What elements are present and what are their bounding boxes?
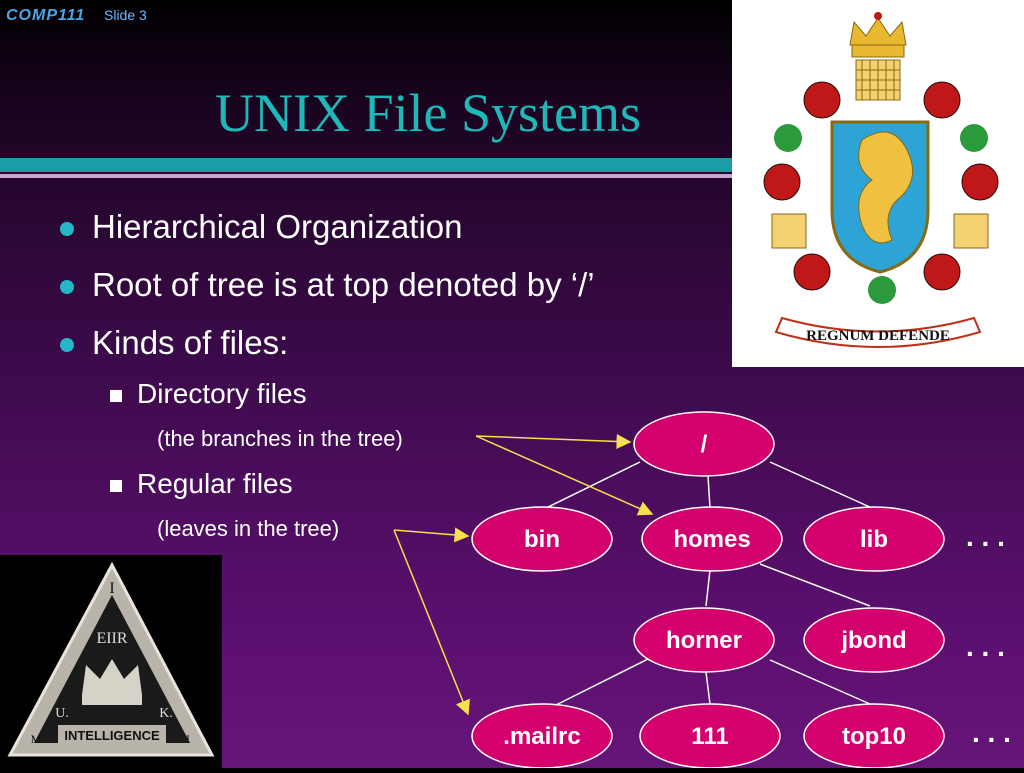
bullet-dot [60, 338, 74, 352]
crown-icon [82, 659, 142, 705]
tree-node-top10: top10 [803, 703, 945, 768]
emblem-left-letter: U. [55, 706, 69, 721]
emblem-right-letter: K. [159, 706, 173, 721]
sea-lion-icon [858, 131, 914, 244]
portcullis-icon [855, 59, 901, 101]
emblem-banner: INTELLIGENCE [64, 728, 160, 743]
bullet-text: Kinds of files: [92, 324, 289, 361]
tree-node-homes: homes [641, 506, 783, 572]
course-logo: COMP111 [6, 7, 86, 24]
tree-node-jbond: jbond [803, 607, 945, 673]
bullet-text: Hierarchical Organization [92, 208, 463, 245]
sub-bullet-text: Regular files [137, 468, 293, 499]
sub-bullet-square [110, 480, 122, 492]
regular-note: (leaves in the tree) [157, 516, 340, 541]
node-label-lib: lib [860, 526, 888, 553]
emblem-bottom-left: M [31, 732, 42, 746]
ellipsis-level-1: . . . [966, 521, 1005, 552]
ellipsis-level-2: . . . [966, 631, 1005, 662]
rose-ring [763, 81, 999, 304]
tree-node-mailrc: .mailrc [471, 703, 613, 768]
ellipsis-level-3: . . . [972, 717, 1011, 748]
node-label-horner: horner [666, 627, 742, 654]
crown-icon [849, 12, 907, 58]
mi5-crest-image: REGNUM DEFENDE [732, 0, 1024, 367]
annotation-arrows [393, 433, 654, 716]
tree-node-root: / [633, 411, 775, 477]
node-label-bin: bin [524, 526, 560, 553]
node-label-top10: top10 [842, 723, 906, 750]
tree-edges [541, 461, 873, 707]
node-label-111: 111 [691, 723, 728, 750]
tree-node-horner: horner [633, 607, 775, 673]
emblem-top-letter: I [109, 580, 114, 597]
sub-bullet-square [110, 390, 122, 402]
slide-title: UNIX File Systems [214, 83, 641, 143]
title-rule-cyan [0, 158, 740, 172]
emblem-cipher: EIIR [96, 630, 127, 647]
bullet-dot [60, 222, 74, 236]
tree-node-bin: bin [471, 506, 613, 572]
node-label-mailrc: .mailrc [503, 723, 580, 750]
tree-node-111: 111 [639, 703, 781, 768]
node-label-jbond: jbond [840, 627, 906, 654]
node-label-root: / [701, 431, 708, 458]
sub-bullet-text: Directory files [137, 378, 307, 409]
emblem-bottom-right: I [186, 732, 190, 746]
slide-number: Slide 3 [104, 7, 147, 23]
directory-note: (the branches in the tree) [157, 426, 403, 451]
node-label-homes: homes [673, 526, 750, 553]
bullet-dot [60, 280, 74, 294]
title-rule-pink [0, 174, 740, 178]
tree-node-lib: lib [803, 506, 945, 572]
bullet-text: Root of tree is at top denoted by ‘/’ [92, 266, 595, 303]
crest-motto: REGNUM DEFENDE [806, 328, 950, 344]
motto-scroll [774, 316, 982, 348]
intelligence-emblem-image: I EIIR U. K. M I INTELLIGENCE [0, 555, 222, 768]
